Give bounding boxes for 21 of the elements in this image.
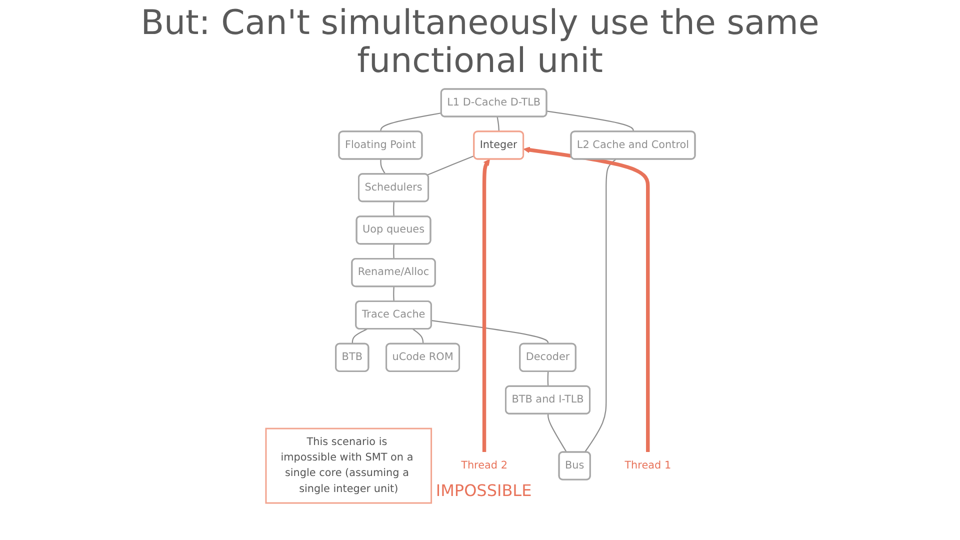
connector xyxy=(392,202,394,217)
connector xyxy=(426,155,474,176)
node-text: Thread 2 xyxy=(460,459,507,472)
arrow xyxy=(522,146,650,452)
connector xyxy=(496,116,500,132)
connector xyxy=(546,110,634,132)
slide-title: But: Can't simultaneously use the same functional unit xyxy=(140,4,820,80)
arrow xyxy=(482,159,490,452)
connector xyxy=(351,328,367,344)
connector xyxy=(412,328,424,344)
connector xyxy=(392,244,394,260)
connector xyxy=(547,414,567,453)
connector xyxy=(584,158,616,453)
node-box: This scenario is impossible with SMT on a single core (assuming a single integer unit) xyxy=(264,428,432,504)
connector xyxy=(380,159,386,175)
connector xyxy=(431,320,548,344)
warning-text: IMPOSSIBLE xyxy=(436,480,532,501)
node-text: Thread 1 xyxy=(624,459,671,472)
connector xyxy=(380,112,442,132)
connector xyxy=(392,286,394,302)
connector xyxy=(546,372,548,386)
